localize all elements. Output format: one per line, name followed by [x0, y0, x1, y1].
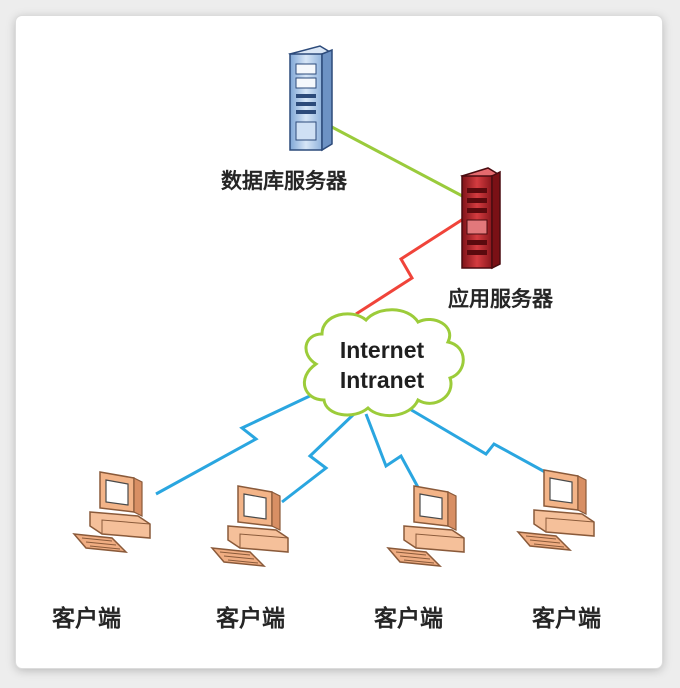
client-label: 客户端: [52, 605, 121, 632]
client-link-1: [155, 392, 315, 496]
client-computer-icon: [211, 485, 289, 567]
client-computer-icon: [387, 485, 465, 567]
app-network-link: [355, 212, 472, 316]
database-server-icon: [288, 45, 333, 152]
client-label: 客户端: [216, 605, 285, 632]
client-label: 客户端: [532, 605, 601, 632]
database-server-label: 数据库服务器: [221, 169, 348, 193]
client-link-3: [364, 413, 428, 503]
client-computer-icon: [73, 471, 151, 553]
app-server-icon: [460, 167, 501, 270]
network-label-intranet: Intranet: [340, 367, 425, 393]
client-label: 客户端: [374, 605, 443, 632]
network-label-internet: Internet: [340, 337, 425, 363]
diagram-card: 数据库服务器 应用服务器 Internet Intranet 客户端 客户端 客…: [16, 16, 662, 668]
network-cloud-icon: [303, 308, 465, 418]
network-diagram: 数据库服务器 应用服务器 Internet Intranet 客户端 客户端 客…: [52, 45, 601, 632]
app-server-label: 应用服务器: [448, 287, 554, 311]
client-link-4: [407, 406, 557, 480]
db-app-link: [329, 124, 469, 201]
client-computer-icon: [517, 469, 595, 551]
client-link-2: [281, 412, 356, 504]
